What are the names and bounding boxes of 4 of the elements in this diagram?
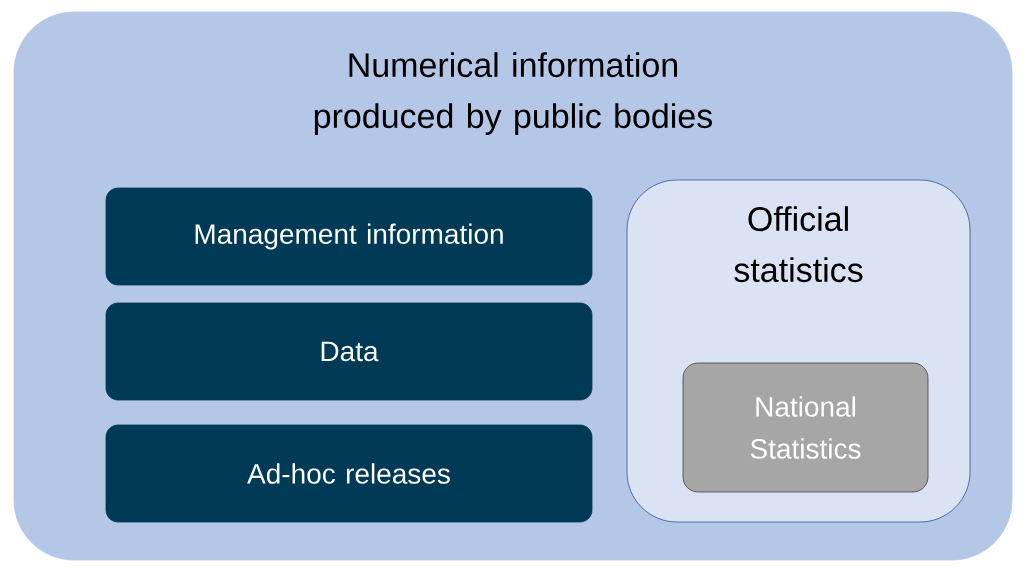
category-box: Data [105, 302, 593, 401]
category-box: Ad-hoc releases [105, 424, 593, 523]
category-box: Management information [105, 187, 593, 286]
status-box: National Statistics [682, 362, 929, 493]
